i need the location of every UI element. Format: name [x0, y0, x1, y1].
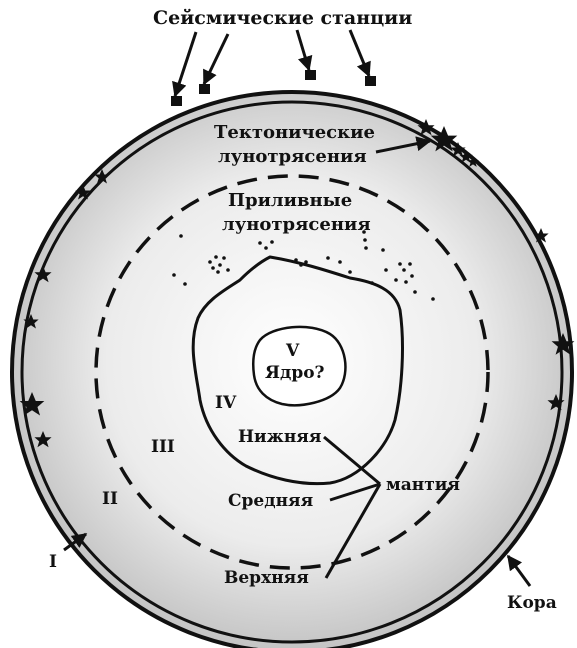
quake-dot	[404, 280, 408, 284]
zone-I-label: I	[49, 552, 57, 572]
quake-dot	[408, 262, 412, 266]
quake-dot	[216, 270, 220, 274]
zone-II-label: II	[102, 489, 118, 509]
quake-dot	[214, 255, 218, 259]
quake-dot	[304, 260, 308, 264]
core-numeral: V	[285, 341, 300, 361]
quake-dot	[222, 256, 226, 260]
station-marker	[365, 76, 376, 86]
quake-dot	[384, 268, 388, 272]
tectonic-label-line1: Тектонические	[214, 122, 375, 143]
quake-dot	[208, 260, 212, 264]
crust-label: Кора	[507, 593, 557, 613]
quake-dot	[413, 290, 417, 294]
zone-IV-label: IV	[215, 393, 237, 413]
quake-dot	[179, 234, 183, 238]
quake-dot	[338, 260, 342, 264]
quake-dot	[226, 268, 230, 272]
station-arrow	[175, 32, 196, 96]
quake-dot	[294, 258, 298, 262]
station-marker	[305, 70, 316, 80]
upper-mantle-label: Верхняя	[224, 568, 309, 588]
zone-III-label: III	[151, 437, 175, 457]
mantle-label: мантия	[386, 475, 460, 495]
quake-dot	[348, 270, 352, 274]
quake-dot	[402, 268, 406, 272]
station-marker	[199, 84, 210, 94]
core-label: Ядро?	[265, 363, 325, 383]
middle-mantle-label: Средняя	[228, 491, 313, 511]
station-arrow	[204, 34, 228, 84]
quake-dot	[264, 246, 268, 250]
station-marker	[171, 96, 182, 106]
quake-dot	[218, 263, 222, 267]
quake-dot	[172, 273, 176, 277]
quake-dot	[410, 274, 414, 278]
quake-dot	[394, 278, 398, 282]
tidal-label-line2: лунотрясения	[222, 214, 371, 235]
quake-dot	[381, 248, 385, 252]
quake-dot	[270, 240, 274, 244]
tectonic-label-line2: лунотрясения	[218, 146, 367, 167]
crust-arrow	[508, 556, 530, 586]
quake-dot	[183, 282, 187, 286]
quake-dot	[299, 263, 303, 267]
seismic-stations-label: Сейсмические станции	[153, 7, 412, 29]
station-arrow	[297, 30, 309, 70]
quake-dot	[364, 246, 368, 250]
lower-mantle-label: Нижняя	[238, 427, 321, 447]
quake-dot	[431, 297, 435, 301]
station-arrow	[350, 30, 369, 76]
quake-dot	[211, 266, 215, 270]
tidal-label-line1: Приливные	[228, 190, 352, 211]
quake-dot	[326, 256, 330, 260]
quake-dot	[363, 238, 367, 242]
quake-dot	[398, 262, 402, 266]
quake-dot	[370, 281, 374, 285]
quake-dot	[258, 241, 262, 245]
